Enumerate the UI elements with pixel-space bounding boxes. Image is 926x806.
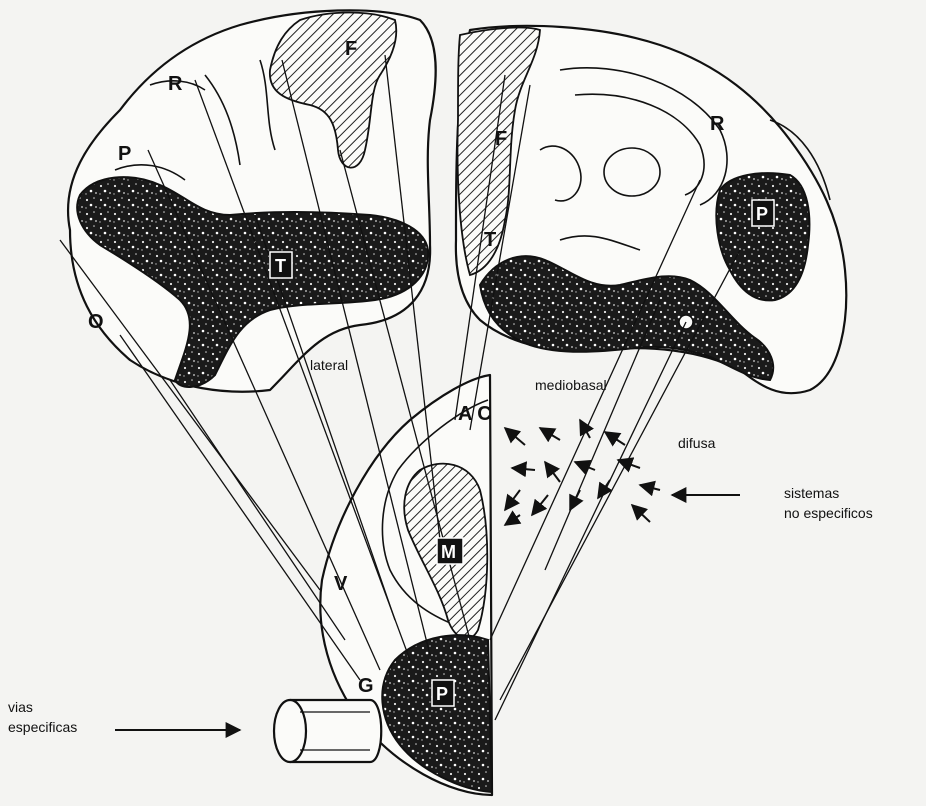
thalamus-label-V: V: [334, 573, 348, 595]
thalamus-label-M: M: [441, 542, 456, 562]
right-label-F: F: [495, 128, 507, 150]
left-hemisphere: [68, 10, 436, 391]
nucleus-pulvinar: [382, 635, 492, 792]
left-label-P: P: [118, 143, 131, 165]
label-especificas: especificas: [8, 719, 77, 735]
thalamus-label-P: P: [436, 684, 448, 704]
label-no-especificos: no especificos: [784, 505, 873, 521]
left-label-R: R: [168, 73, 183, 95]
thalamus-label-AC-A: A C: [458, 403, 492, 425]
left-label-F: F: [345, 38, 357, 60]
thalamus-label-G: G: [358, 675, 374, 697]
geniculate-cylinder: [274, 700, 381, 762]
label-mediobasal: mediobasal: [535, 377, 607, 393]
label-sistemas: sistemas: [784, 485, 839, 501]
label-lateral: lateral: [310, 357, 348, 373]
right-label-R: R: [710, 113, 725, 135]
right-label-T: T: [484, 229, 496, 251]
label-difusa: difusa: [678, 435, 716, 451]
label-vias: vias: [8, 699, 33, 715]
left-label-O: O: [88, 311, 104, 333]
right-label-P: P: [756, 204, 768, 224]
right-hemisphere: [456, 26, 846, 393]
left-label-T: T: [275, 256, 286, 276]
